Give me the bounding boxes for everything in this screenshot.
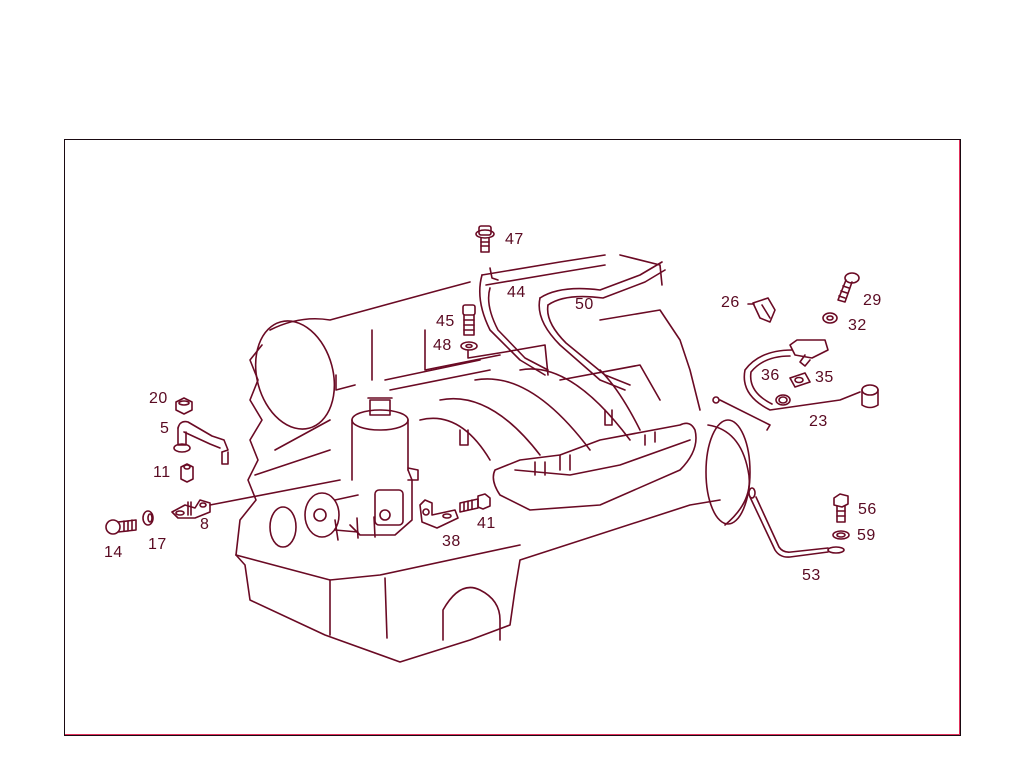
clip-26 xyxy=(747,297,776,323)
callout-56[interactable]: 56 xyxy=(858,501,877,518)
wiring-harness-conduits xyxy=(467,254,666,391)
callout-8[interactable]: 8 xyxy=(200,516,210,533)
callout-32[interactable]: 32 xyxy=(848,317,867,334)
nut-11 xyxy=(180,463,194,483)
callout-44[interactable]: 44 xyxy=(507,284,526,301)
bolt-47 xyxy=(475,225,495,253)
diagram-frame xyxy=(64,139,961,736)
bolt-14 xyxy=(105,519,137,535)
engine-block xyxy=(235,281,721,663)
callout-26[interactable]: 26 xyxy=(721,294,740,311)
callout-59[interactable]: 59 xyxy=(857,527,876,544)
intake-manifold xyxy=(419,309,751,526)
callout-29[interactable]: 29 xyxy=(863,292,882,309)
callout-14[interactable]: 14 xyxy=(104,544,123,561)
callout-48[interactable]: 48 xyxy=(433,337,452,354)
bolt-56 xyxy=(833,493,849,523)
ground-strap-53 xyxy=(748,487,845,558)
nut-32 xyxy=(822,312,838,324)
pipe-5 xyxy=(173,420,229,465)
callout-47[interactable]: 47 xyxy=(505,231,524,248)
bolt-41 xyxy=(459,493,491,513)
gasket-35 xyxy=(789,372,811,388)
o-ring-36 xyxy=(775,394,791,406)
callout-5[interactable]: 5 xyxy=(160,420,170,437)
callout-45[interactable]: 45 xyxy=(436,313,455,330)
callout-23[interactable]: 23 xyxy=(809,413,828,430)
callout-50[interactable]: 50 xyxy=(575,296,594,313)
callout-20[interactable]: 20 xyxy=(149,390,168,407)
flange-8 xyxy=(171,479,341,519)
sensor-cable-23 xyxy=(719,339,879,431)
callout-36[interactable]: 36 xyxy=(761,367,780,384)
callout-35[interactable]: 35 xyxy=(815,369,834,386)
callout-41[interactable]: 41 xyxy=(477,515,496,532)
callout-11[interactable]: 11 xyxy=(153,464,171,481)
bolt-29 xyxy=(837,272,860,303)
callout-38[interactable]: 38 xyxy=(442,533,461,550)
callout-53[interactable]: 53 xyxy=(802,567,821,584)
washer-59 xyxy=(832,530,850,540)
nut-20 xyxy=(175,397,193,415)
callout-17[interactable]: 17 xyxy=(148,536,167,553)
power-steering-pump xyxy=(304,397,419,538)
bracket-38 xyxy=(419,499,459,529)
bolt-45-washer-48 xyxy=(460,304,478,351)
washer-17 xyxy=(142,510,154,526)
